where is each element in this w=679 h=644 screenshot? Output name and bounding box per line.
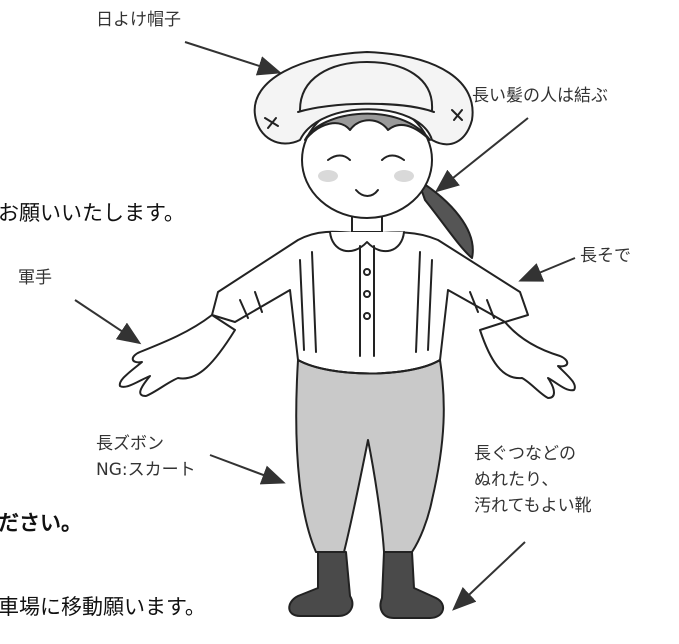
arrow-long-pants bbox=[209, 454, 286, 485]
hat-weave bbox=[264, 109, 463, 129]
body-text-line-2: ださい。 bbox=[0, 511, 82, 535]
right-cheek bbox=[394, 170, 414, 182]
waistband bbox=[297, 359, 441, 375]
arrow-sun-hat bbox=[184, 41, 282, 76]
right-boot bbox=[379, 551, 445, 619]
button bbox=[363, 312, 371, 320]
label-sun-hat: 日よけ帽子 bbox=[96, 10, 181, 30]
right-glove bbox=[479, 321, 576, 399]
placket bbox=[359, 245, 375, 357]
label-boots-line-2: ぬれたり、 bbox=[474, 470, 559, 490]
arrow-boots bbox=[452, 541, 526, 611]
right-eye bbox=[381, 154, 405, 161]
hair-bangs bbox=[304, 112, 431, 141]
arrows bbox=[74, 41, 576, 611]
label-long-pants: 長ズボン bbox=[96, 434, 164, 454]
button bbox=[363, 290, 371, 298]
long-pants bbox=[295, 359, 445, 553]
label-tie-hair: 長い髪の人は結ぶ bbox=[472, 86, 608, 106]
mouth bbox=[355, 189, 379, 197]
left-eye bbox=[327, 154, 351, 161]
label-no-skirt: NG:スカート bbox=[96, 460, 196, 480]
sun-hat-brim bbox=[253, 51, 474, 146]
button bbox=[363, 268, 371, 276]
sun-hat-band bbox=[297, 102, 435, 113]
body-text-line-1: お願いいたします。 bbox=[0, 201, 185, 225]
collar bbox=[329, 231, 405, 253]
ponytail bbox=[417, 179, 474, 259]
shirt-stripes bbox=[239, 251, 495, 353]
label-boots-line-1: 長ぐつなどの bbox=[474, 444, 576, 464]
arrow-long-sleeves bbox=[518, 257, 576, 282]
left-glove bbox=[118, 314, 236, 397]
left-boot bbox=[288, 551, 354, 617]
label-boots-line-3: 汚れてもよい靴 bbox=[474, 496, 592, 516]
sun-hat-crown bbox=[299, 61, 434, 111]
label-long-sleeves: 長そで bbox=[580, 246, 631, 266]
label-gloves: 軍手 bbox=[18, 268, 52, 288]
body-text-line-3: 車場に移動願います。 bbox=[0, 595, 206, 619]
left-cheek bbox=[318, 170, 338, 182]
arrow-gloves bbox=[74, 299, 142, 345]
arrow-tie-hair bbox=[434, 117, 529, 193]
